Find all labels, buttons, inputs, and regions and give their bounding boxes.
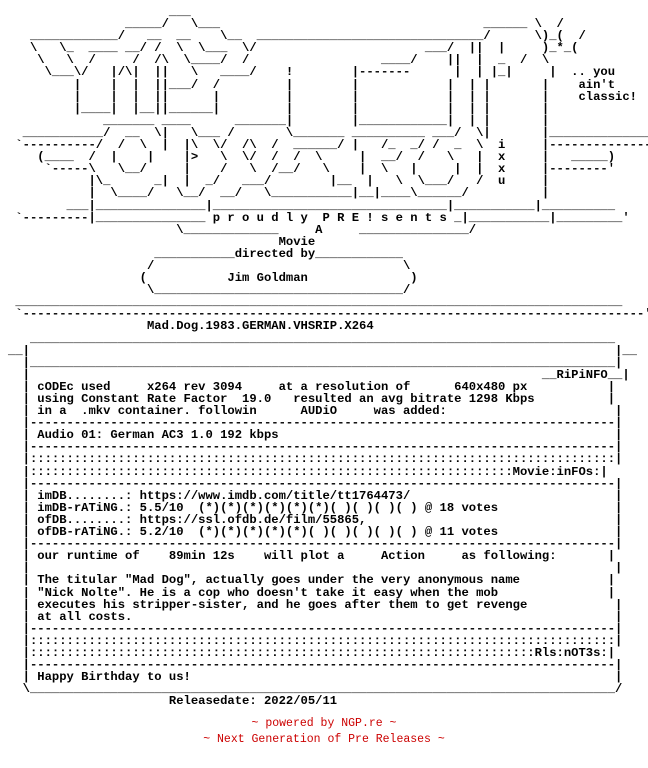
footer-powered-by: ~ powered by NGP.re ~ [251,717,397,730]
nfo-ascii-art: ___ _____/ \___ ______ \ / ____________/… [8,5,648,709]
footer-tagline: ~ Next Generation of Pre Releases ~ [203,733,445,746]
footer-credits: ~ powered by NGP.re ~ ~ Next Generation … [0,716,648,748]
